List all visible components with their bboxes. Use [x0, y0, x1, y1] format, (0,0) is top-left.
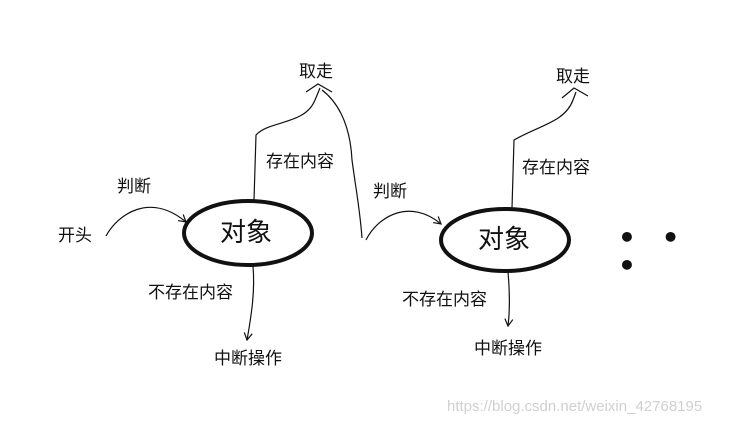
arrow-no-content-1 — [243, 265, 255, 342]
object-node-1 — [182, 199, 314, 267]
arrow-has-content-2 — [511, 91, 577, 209]
arrow-no-content-2 — [504, 271, 514, 328]
object-label-2: 对象 — [478, 225, 531, 255]
take-label-1: 取走 — [299, 62, 333, 82]
start-label: 开头 — [58, 226, 92, 246]
interrupt-label-2: 中断操作 — [474, 339, 542, 359]
judge-label-2: 判断 — [373, 182, 407, 202]
no-content-label-1: 不存在内容 — [148, 283, 233, 303]
arrow-to-judge-2-stem — [321, 89, 363, 239]
object-node-2 — [439, 207, 571, 273]
object-label-1: 对象 — [220, 218, 273, 248]
has-content-label-2: 存在内容 — [522, 158, 590, 178]
no-content-label-2: 不存在内容 — [402, 290, 487, 310]
arrow-has-content-1 — [253, 87, 321, 201]
arrow-take-2-head — [561, 87, 589, 99]
arrow-judge-2 — [365, 210, 442, 241]
has-content-label-1: 存在内容 — [266, 152, 334, 172]
take-label-2: 取走 — [556, 67, 590, 87]
arrow-judge-1 — [105, 206, 187, 237]
continuation-dots: • • • — [618, 221, 688, 282]
arrow-take-1-head — [305, 83, 333, 93]
judge-label-1: 判断 — [117, 177, 151, 197]
watermark: https://blog.csdn.net/weixin_42768195 — [447, 398, 703, 415]
interrupt-label-1: 中断操作 — [214, 349, 282, 369]
